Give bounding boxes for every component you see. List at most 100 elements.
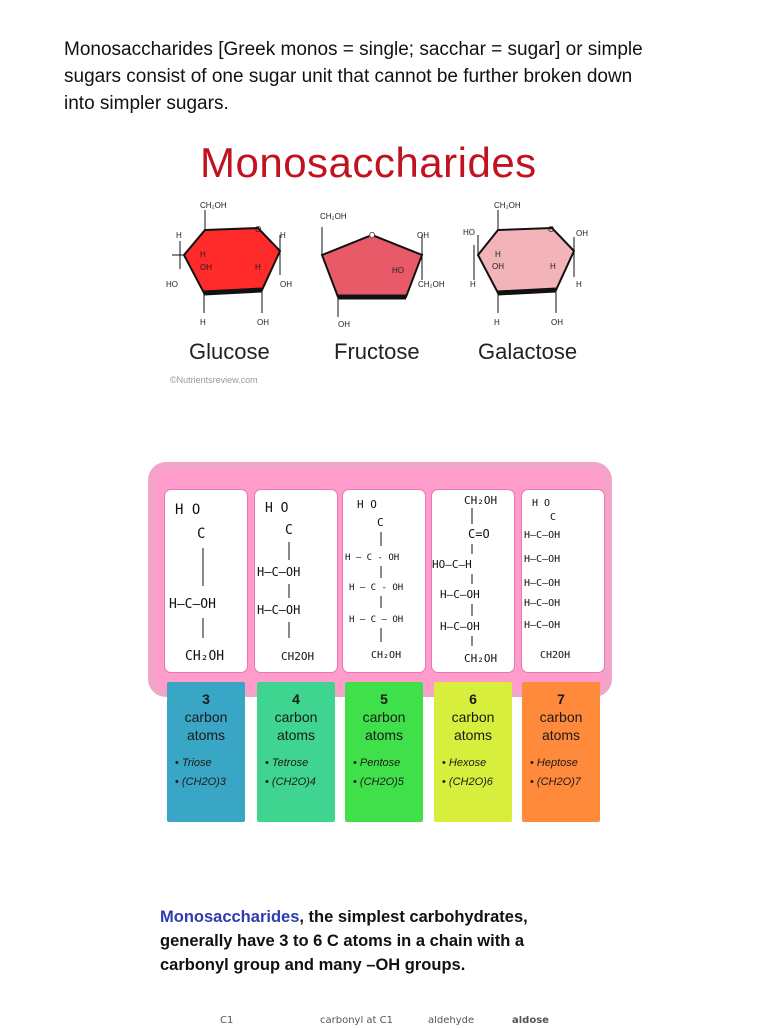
pentose-line-1: H O: [357, 498, 377, 511]
summary-line-2: generally have 3 to 6 C atoms in a chain…: [160, 932, 525, 950]
fructose-ring: CH₂OH O OH HO CH₂OH OH: [320, 212, 445, 329]
strip-bullets: Tetrose (CH2O)4: [265, 754, 335, 792]
pentose-line-2: C: [377, 516, 384, 529]
galactose-label: Galactose: [478, 339, 578, 364]
structure-card-tetrose: H O C H–C–OH H–C–OH CH2OH: [255, 490, 337, 672]
summary-line-1: Monosaccharides, the simplest carbohydra…: [160, 905, 630, 929]
strip-pentose: 5 carbon atoms Pentose (CH2O)5: [345, 682, 423, 822]
galactose-ho-label: HO: [463, 228, 475, 237]
glucose-oh-label-2: OH: [280, 280, 292, 289]
strip-line-atoms: atoms: [276, 727, 316, 743]
strip-tetrose: 4 carbon atoms Tetrose (CH2O)4: [257, 682, 335, 822]
sugar-class-name: Pentose: [353, 754, 423, 773]
tetrose-structure: H O C H–C–OH H–C–OH CH2OH: [257, 501, 314, 663]
tetrose-line-5: CH2OH: [281, 650, 314, 663]
strip-line-carbon: carbon: [539, 709, 583, 725]
sugar-formula: (CH2O)3: [175, 773, 245, 792]
intro-line-1: Monosaccharides [Greek monos = single; s…: [64, 39, 643, 60]
strip-line-carbon: carbon: [184, 709, 228, 725]
cutoff-carbonyl: carbonyl at C1: [320, 1016, 393, 1026]
glucose-o-label: O: [255, 225, 261, 234]
structure-card-heptose: H O C H–C–OH H–C–OH H–C–OH H–C–OH H–C–OH…: [522, 490, 604, 672]
sugar-class-name: Heptose: [530, 754, 600, 773]
strip-line-atoms: atoms: [453, 727, 493, 743]
heptose-line-1: H O: [532, 498, 550, 509]
glucose-ho-label: HO: [166, 280, 178, 289]
galactose-oh-label-1: OH: [576, 229, 588, 238]
galactose-h-label-5: H: [494, 318, 500, 327]
strip-line-carbon: carbon: [362, 709, 406, 725]
galactose-h-label-1: H: [495, 250, 501, 259]
pentose-line-4: H – C - OH: [349, 583, 403, 593]
fructose-ch2oh-label-1: CH₂OH: [320, 212, 347, 221]
carbon-count: 3: [202, 691, 210, 707]
intro-line-3: into simpler sugars.: [64, 93, 229, 114]
pentose-line-5: H – C – OH: [349, 615, 403, 625]
cutoff-next-figure: C1 carbonyl at C1 aldehyde aldose: [200, 1016, 580, 1028]
carbon-count: 4: [292, 691, 300, 707]
sugar-class-name: Hexose: [442, 754, 512, 773]
triose-line-4: CH₂OH: [185, 649, 224, 664]
galactose-oh-label-2: OH: [492, 262, 504, 271]
galactose-oh-label-3: OH: [551, 318, 563, 327]
carbon-count: 5: [380, 691, 388, 707]
sugar-rings-svg: CH₂OH O H H H OH H HO OH H OH CH₂OH O OH…: [166, 201, 588, 329]
fructose-o-label: O: [369, 231, 375, 240]
galactose-hexagon: [476, 226, 576, 295]
cutoff-aldehyde: aldehyde: [428, 1016, 475, 1026]
glucose-ch2oh-label: CH₂OH: [200, 201, 227, 210]
sugar-formula: (CH2O)6: [442, 773, 512, 792]
heptose-line-7: H–C–OH: [524, 620, 560, 631]
strip-heptose: 7 carbon atoms Heptose (CH2O)7: [522, 682, 600, 822]
summary-highlight: Monosaccharides: [160, 908, 300, 926]
monosaccharides-figure: Monosaccharides CH₂OH O H H H OH H HO OH…: [160, 135, 610, 395]
strip-line-atoms: atoms: [186, 727, 226, 743]
summary-line-1-rest: , the simplest carbohydrates,: [299, 908, 528, 926]
sugar-formula: (CH2O)7: [530, 773, 600, 792]
glucose-label: Glucose: [189, 339, 270, 364]
structure-card-hexose: CH₂OH C=O HO–C–H H–C–OH H–C–OH CH₂OH: [432, 490, 514, 672]
strip-bullets: Pentose (CH2O)5: [353, 754, 423, 792]
cutoff-aldose: aldose: [512, 1016, 549, 1026]
triose-line-1: H O: [175, 502, 200, 518]
glucose-ring: CH₂OH O H H H OH H HO OH H OH: [166, 201, 292, 327]
triose-line-2: C: [197, 526, 205, 542]
strip-hexose: 6 carbon atoms Hexose (CH2O)6: [434, 682, 512, 822]
pentose-line-3: H – C - OH: [345, 553, 399, 563]
image-credit: ©Nutrientsreview.com: [170, 375, 258, 385]
intro-line-2: sugars consist of one sugar unit that ca…: [64, 66, 633, 87]
heptose-line-3: H–C–OH: [524, 530, 560, 541]
hexose-line-6: CH₂OH: [464, 652, 497, 665]
hexose-line-5: H–C–OH: [440, 620, 480, 633]
intro-paragraph: Monosaccharides [Greek monos = single; s…: [64, 36, 714, 117]
sugar-class-name: Triose: [175, 754, 245, 773]
strip-bullets: Hexose (CH2O)6: [442, 754, 512, 792]
hexose-line-4: H–C–OH: [440, 588, 480, 601]
heptose-line-5: H–C–OH: [524, 578, 560, 589]
glucose-oh-label-3: OH: [257, 318, 269, 327]
fructose-label: Fructose: [334, 339, 420, 364]
sugar-class-name: Tetrose: [265, 754, 335, 773]
glucose-h-label-3: H: [200, 250, 206, 259]
figure-title: Monosaccharides: [200, 139, 537, 186]
tetrose-line-1: H O: [265, 501, 289, 516]
structure-card-pentose: H O C H – C - OH H – C - OH H – C – OH C…: [343, 490, 425, 672]
galactose-ch2oh-label: CH₂OH: [494, 201, 521, 210]
strip-bullets: Heptose (CH2O)7: [530, 754, 600, 792]
structure-card-triose: H O C H–C–OH CH₂OH: [165, 490, 247, 672]
heptose-line-8: CH2OH: [540, 650, 570, 661]
glucose-hexagon: [182, 226, 282, 295]
heptose-line-4: H–C–OH: [524, 554, 560, 565]
hexose-line-2: C=O: [468, 527, 490, 541]
hexose-structure: CH₂OH C=O HO–C–H H–C–OH H–C–OH CH₂OH: [432, 494, 497, 665]
triose-line-3: H–C–OH: [169, 597, 216, 612]
tetrose-line-4: H–C–OH: [257, 603, 300, 617]
fructose-ho-label: HO: [392, 266, 404, 275]
glucose-h-label-5: H: [200, 318, 206, 327]
strip-line-carbon: carbon: [274, 709, 318, 725]
heptose-line-2: C: [550, 512, 556, 523]
glucose-h-label-1: H: [176, 231, 182, 240]
strip-triose: 3 carbon atoms Triose (CH2O)3: [167, 682, 245, 822]
heptose-line-6: H–C–OH: [524, 598, 560, 609]
glucose-h-label-4: H: [255, 263, 261, 272]
